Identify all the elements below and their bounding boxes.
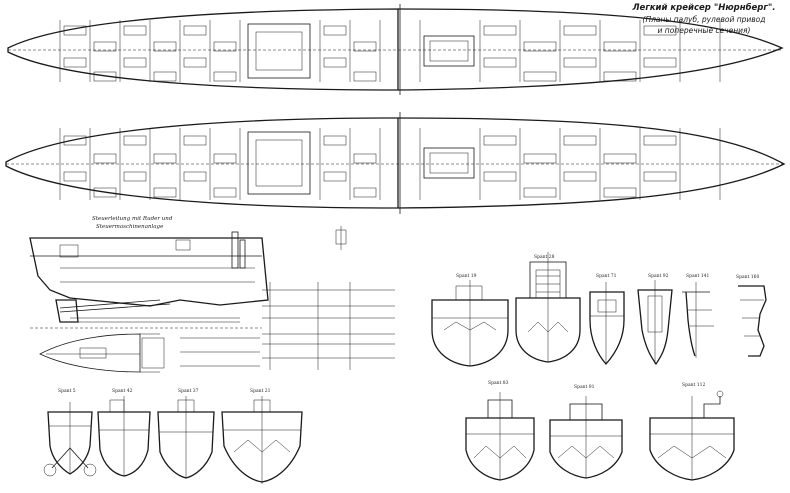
frame-label: Spant 28 [534,254,555,260]
lower-right-cross-sections [465,390,735,481]
upper-deck-plan [7,4,784,95]
frame-label: Spant 21 [250,388,271,394]
frame-label: Spant 5 [58,388,76,394]
caption-subtitle-line1: (Планы палуб, рулевой привод [642,15,766,24]
caption-title: Легкий крейсер "Нюрнберг". [632,3,776,13]
frame-label: Spant 37 [178,388,199,394]
frame-label: Spant 83 [488,380,509,386]
lower-deck-plan [5,112,786,214]
frame-label: Spant 71 [596,273,617,279]
frame-label: Spant 160 [736,274,760,280]
lower-frame-labels: Spant 5 Spant 42 Spant 37 Spant 21 Spant… [58,380,706,394]
steering-title-line2: Steuermaschinenanlage [96,224,164,230]
frame-label: Spant 112 [682,382,706,388]
caption-subtitle-line2: и поперечные сечения) [657,26,751,35]
steering-title-line1: Steuerleitung mit Ruder und [92,216,173,222]
frame-label: Spant 91 [574,384,595,390]
drawing-caption: Легкий крейсер "Нюрнберг". (Планы палуб,… [624,3,784,36]
frame-label: Spant 141 [686,273,710,279]
steering-gear-drawing: Steuerleitung mit Ruder und Steuermaschi… [29,216,395,373]
frame-label: Spant 92 [648,273,669,279]
upper-cross-sections [431,252,767,367]
upper-frame-labels: Spant 19 Spant 28 Spant 71 Spant 92 Span… [456,254,760,280]
frame-label: Spant 42 [112,388,133,394]
frame-label: Spant 19 [456,273,477,279]
lower-left-cross-sections [43,396,303,484]
